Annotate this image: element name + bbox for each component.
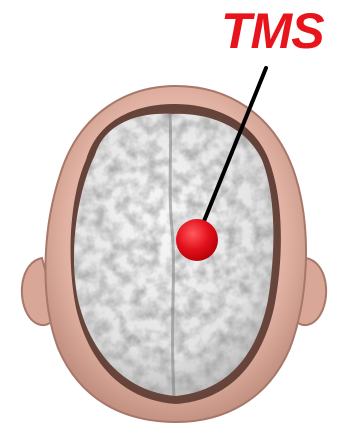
stimulation-target-spot <box>176 219 218 261</box>
tms-label: TMS <box>221 4 324 58</box>
